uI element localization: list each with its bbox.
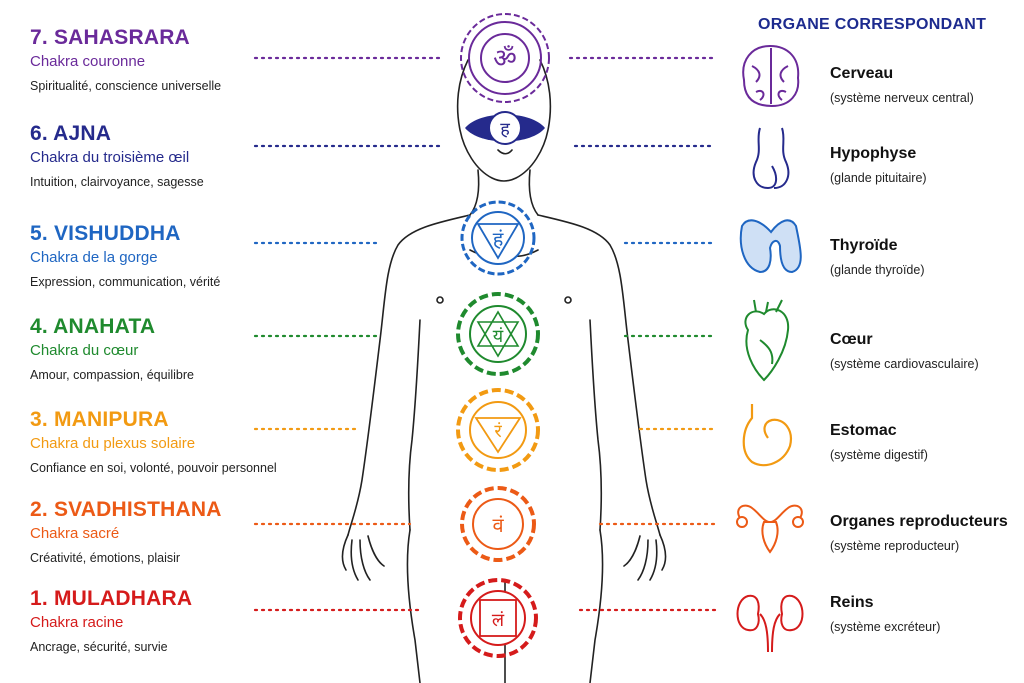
- kidneys-icon: [736, 594, 804, 653]
- manipura-symbol: रं: [456, 388, 540, 472]
- thyroid-icon: [739, 219, 802, 274]
- organ-description: (glande thyroïde): [830, 263, 925, 277]
- organ-name: Cerveau: [830, 65, 894, 82]
- chakra-title: 5. VISHUDDHA: [30, 222, 181, 245]
- chakra-description: Spiritualité, conscience universelle: [30, 79, 222, 93]
- ajna-symbol: ह: [465, 111, 545, 145]
- organ-description: (système reproducteur): [830, 539, 960, 553]
- muladhara-symbol: लं: [458, 578, 538, 658]
- chakra-entry-manipura: 3. MANIPURA Chakra du plexus solaire Con…: [30, 408, 290, 477]
- svadhisthana-symbol: वं: [460, 486, 536, 562]
- chakra-title: 7. SAHASRARA: [30, 26, 190, 49]
- organ-name: Cœur: [830, 331, 873, 348]
- chakra-title: 1. MULADHARA: [30, 587, 193, 610]
- chakra-subtitle: Chakra de la gorge: [30, 249, 158, 266]
- chakra-subtitle: Chakra couronne: [30, 53, 146, 70]
- chakra-title: 2. SVADHISTHANA: [30, 498, 222, 521]
- chakra-entry-vishuddha: 5. VISHUDDHA Chakra de la gorge Expressi…: [30, 222, 290, 291]
- svg-text:ह: ह: [500, 119, 510, 140]
- organ-name: Organes reproducteurs: [830, 513, 1008, 530]
- organ-entry-heart: Cœur (système cardiovasculaire): [830, 330, 1020, 373]
- chakra-subtitle: Chakra du cœur: [30, 342, 139, 359]
- organ-description: (système excréteur): [830, 620, 941, 634]
- chakra-description: Confiance en soi, volonté, pouvoir perso…: [30, 461, 277, 475]
- svadhisthana-glyph: वं: [492, 513, 504, 537]
- organ-name: Thyroïde: [830, 237, 898, 254]
- anahata-symbol: यं: [456, 292, 540, 376]
- organ-name: Estomac: [830, 422, 897, 439]
- organ-entry-thyroid: Thyroïde (glande thyroïde): [830, 236, 1020, 279]
- chakra-title: 3. MANIPURA: [30, 408, 169, 431]
- chakra-subtitle: Chakra racine: [30, 614, 124, 631]
- chakra-description: Ancrage, sécurité, survie: [30, 640, 168, 654]
- heart-icon: [744, 299, 790, 382]
- chakra-title: 6. AJNA: [30, 122, 112, 145]
- organ-description: (système digestif): [830, 448, 928, 462]
- organ-entry-stomach: Estomac (système digestif): [830, 421, 1020, 464]
- chakra-subtitle: Chakra du plexus solaire: [30, 435, 196, 452]
- chakra-entry-sahasrara: 7. SAHASRARA Chakra couronne Spiritualit…: [30, 26, 290, 95]
- organ-column-header: ORGANE CORRESPONDANT: [758, 16, 987, 33]
- chakra-entry-muladhara: 1. MULADHARA Chakra racine Ancrage, sécu…: [30, 587, 290, 656]
- organ-entry-reproductive: Organes reproducteurs (système reproduct…: [830, 512, 1020, 555]
- muladhara-glyph: लं: [492, 610, 505, 631]
- manipura-glyph: रं: [494, 421, 502, 442]
- chakra-entry-ajna: 6. AJNA Chakra du troisième œil Intuitio…: [30, 122, 290, 191]
- chakra-description: Expression, communication, vérité: [30, 275, 221, 289]
- chakra-title: 4. ANAHATA: [30, 315, 156, 338]
- anahata-glyph: यं: [493, 326, 504, 347]
- reproductive-organs-icon: [736, 504, 804, 554]
- sahasrara-symbol: ॐ: [460, 13, 550, 103]
- organ-entry-pituitary: Hypophyse (glande pituitaire): [830, 144, 1020, 187]
- organ-name: Hypophyse: [830, 145, 917, 162]
- organ-description: (glande pituitaire): [830, 171, 927, 185]
- sahasrara-glyph: ॐ: [493, 44, 517, 74]
- organ-description: (système nerveux central): [830, 91, 974, 105]
- chakra-subtitle: Chakra sacré: [30, 525, 120, 542]
- chakra-description: Créativité, émotions, plaisir: [30, 551, 181, 565]
- organ-description: (système cardiovasculaire): [830, 357, 979, 371]
- chakra-description: Amour, compassion, équilibre: [30, 368, 194, 382]
- organ-entry-brain: Cerveau (système nerveux central): [830, 64, 1020, 107]
- brain-icon: [742, 44, 800, 108]
- pituitary-icon: [752, 127, 790, 190]
- chakra-entry-svadhisthana: 2. SVADHISTHANA Chakra sacré Créativité,…: [30, 498, 290, 567]
- vishuddha-glyph: हं: [493, 227, 504, 251]
- vishuddha-symbol: हं: [460, 200, 536, 276]
- stomach-icon: [742, 404, 792, 467]
- chakra-description: Intuition, clairvoyance, sagesse: [30, 175, 204, 189]
- chakra-entry-anahata: 4. ANAHATA Chakra du cœur Amour, compass…: [30, 315, 290, 384]
- organ-entry-kidneys: Reins (système excréteur): [830, 593, 1020, 636]
- organ-name: Reins: [830, 594, 874, 611]
- chakra-subtitle: Chakra du troisième œil: [30, 149, 190, 166]
